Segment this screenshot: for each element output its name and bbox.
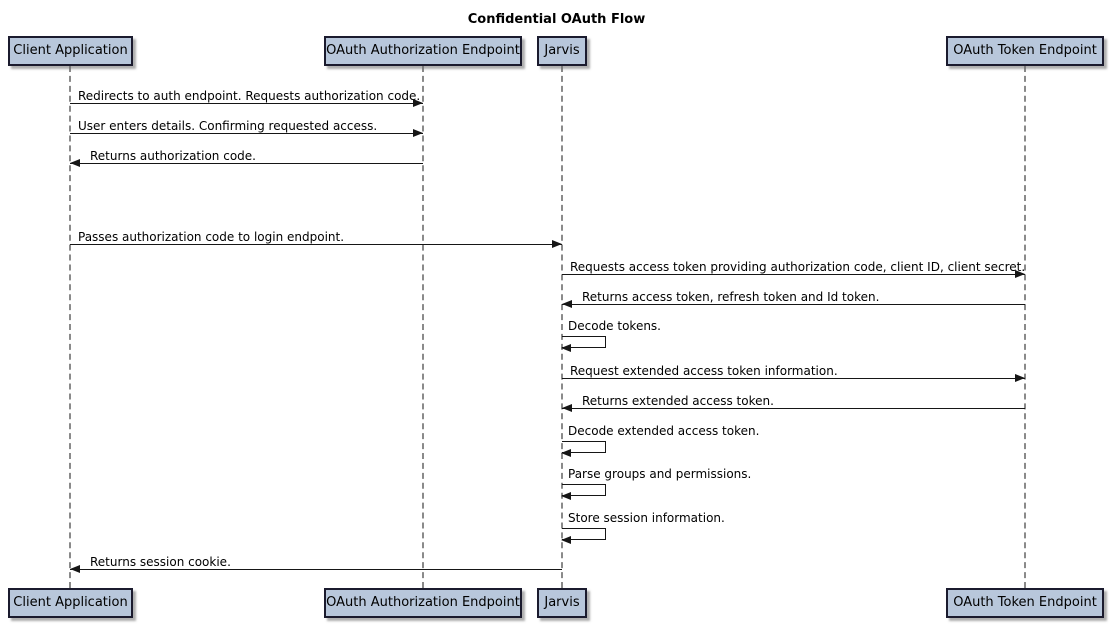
arrowhead-right-icon [413,129,423,137]
message-label: Returns authorization code. [90,149,256,163]
arrow-line [562,374,1025,382]
arrowhead-left-icon [70,565,80,573]
message-label: Returns access token, refresh token and … [582,290,880,304]
arrow-line [70,565,562,573]
message-label: Returns extended access token. [582,394,774,408]
arrowhead-right-icon [552,240,562,248]
arrowhead-left-icon [561,449,571,457]
message-1: Redirects to auth endpoint. Requests aut… [70,89,423,107]
participant-client-application-top: Client Application [8,36,133,66]
arrow-line [70,159,423,167]
self-message-loop [561,484,606,500]
arrow-line [562,404,1025,412]
message-label: Request extended access token informatio… [570,364,838,378]
message-4: Passes authorization code to login endpo… [70,230,562,248]
participant-oauth-authorization-endpoint-bottom: OAuth Authorization Endpoint [324,588,522,618]
arrowhead-left-icon [562,300,572,308]
message-11: Parse groups and permissions. [561,467,752,500]
arrow-line [562,300,1025,308]
message-2: User enters details. Confirming requeste… [70,119,423,137]
arrow-line [70,240,562,248]
message-12: Store session information. [561,511,725,544]
message-7: Decode tokens. [561,319,661,352]
arrowhead-left-icon [561,492,571,500]
message-label: Passes authorization code to login endpo… [78,230,345,244]
message-label: Returns session cookie. [90,555,231,569]
diagram-title: Confidential OAuth Flow [467,12,646,27]
message-label: Store session information. [568,511,725,525]
message-label: User enters details. Confirming requeste… [78,119,378,133]
lifeline-client-application [69,66,71,588]
message-9: Returns extended access token. [562,394,1025,412]
message-label: Decode extended access token. [568,424,760,438]
arrowhead-right-icon [413,99,423,107]
message-3: Returns authorization code. [70,149,423,167]
message-label: Parse groups and permissions. [568,467,752,481]
arrow-line [562,270,1025,278]
participant-oauth-token-endpoint-top: OAuth Token Endpoint [946,36,1104,66]
message-8: Request extended access token informatio… [562,364,1025,382]
arrowhead-left-icon [70,159,80,167]
self-message-loop [561,336,606,352]
message-5: Requests access token providing authoriz… [562,260,1026,278]
message-label: Requests access token providing authoriz… [570,260,1026,274]
message-6: Returns access token, refresh token and … [562,290,1025,308]
message-label: Redirects to auth endpoint. Requests aut… [78,89,421,103]
arrow-line [70,99,423,107]
arrowhead-left-icon [562,404,572,412]
arrowhead-right-icon [1015,374,1025,382]
self-message-loop [561,528,606,544]
message-10: Decode extended access token. [561,424,760,457]
arrowhead-left-icon [561,536,571,544]
participant-oauth-authorization-endpoint-top: OAuth Authorization Endpoint [324,36,522,66]
lifeline-oauth-token-endpoint [1024,66,1026,588]
participant-client-application-bottom: Client Application [8,588,133,618]
participant-oauth-token-endpoint-bottom: OAuth Token Endpoint [946,588,1104,618]
arrow-line [70,129,423,137]
message-13: Returns session cookie. [70,555,562,573]
lifeline-jarvis [561,66,563,588]
message-label: Decode tokens. [568,319,661,333]
self-message-loop [561,441,606,457]
lifeline-oauth-authorization-endpoint [422,66,424,588]
participant-jarvis-bottom: Jarvis [537,588,587,618]
arrowhead-right-icon [1015,270,1025,278]
participant-jarvis-top: Jarvis [537,36,587,66]
arrowhead-left-icon [561,344,571,352]
